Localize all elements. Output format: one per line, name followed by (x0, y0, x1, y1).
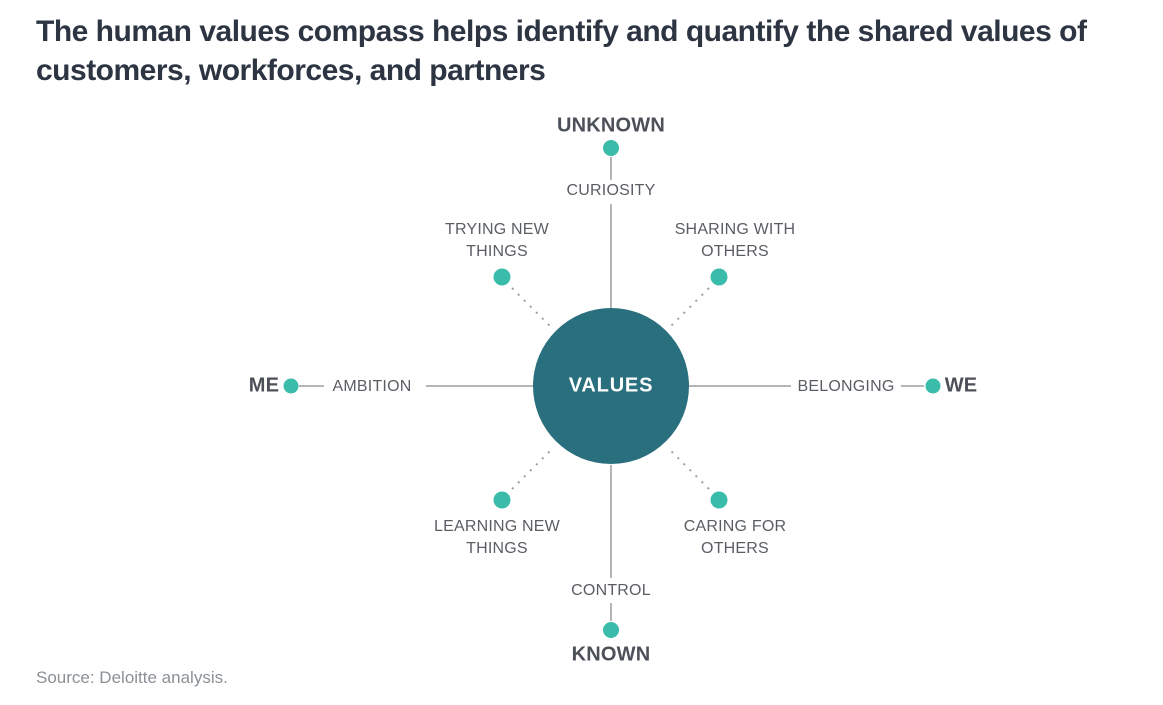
dot-trying-new-things (493, 268, 511, 286)
values-circle (533, 308, 689, 464)
diagonal-label-sharing-with-others: SHARING WITH OTHERS (675, 219, 796, 263)
dot-me (283, 378, 299, 394)
dotted-line-bottom-right (668, 448, 710, 490)
dotted-line-top-left (511, 287, 553, 329)
diagonal-label-line: OTHERS (701, 540, 769, 557)
dot-we (925, 378, 941, 394)
dot-unknown (603, 140, 619, 156)
figure-title-line2: customers, workforces, and partners (36, 54, 546, 87)
source-note: Source: Deloitte analysis. (36, 668, 228, 687)
diagonal-label-line: OTHERS (701, 243, 769, 260)
endpoint-label-known: KNOWN (571, 643, 651, 666)
dotted-line-top-right (668, 287, 710, 329)
diagonal-label-caring-for-others: CARING FOR OTHERS (684, 516, 786, 560)
diagonal-label-line: SHARING WITH (674, 221, 796, 238)
dot-learning-new-things (493, 491, 511, 509)
endpoint-label-me: ME (248, 374, 280, 397)
value-label-control: CONTROL (571, 582, 651, 599)
value-label-belonging: BELONGING (797, 378, 895, 395)
figure-title: The human values compass helps identify … (36, 12, 1087, 90)
diagonal-label-learning-new-things: LEARNING NEW THINGS (434, 516, 560, 560)
diagonal-label-line: LEARNING NEW (434, 518, 560, 535)
dot-sharing-with-others (710, 268, 728, 286)
values-label: VALUES (568, 374, 654, 397)
diagonal-label-line: THINGS (466, 243, 528, 260)
endpoint-label-unknown: UNKNOWN (556, 114, 666, 137)
figure-title-line1: The human values compass helps identify … (36, 15, 1087, 48)
diagonal-label-line: CARING FOR (683, 518, 787, 535)
value-label-ambition: AMBITION (332, 378, 412, 395)
dot-caring-for-others (710, 491, 728, 509)
diagonal-label-trying-new-things: TRYING NEW THINGS (445, 219, 549, 263)
dot-known (603, 622, 619, 638)
endpoint-label-we: WE (944, 374, 978, 397)
diagonal-label-line: THINGS (466, 540, 528, 557)
value-label-curiosity: CURIOSITY (566, 182, 656, 199)
diagonal-label-line: TRYING NEW (445, 221, 549, 238)
dotted-line-bottom-left (511, 448, 553, 490)
